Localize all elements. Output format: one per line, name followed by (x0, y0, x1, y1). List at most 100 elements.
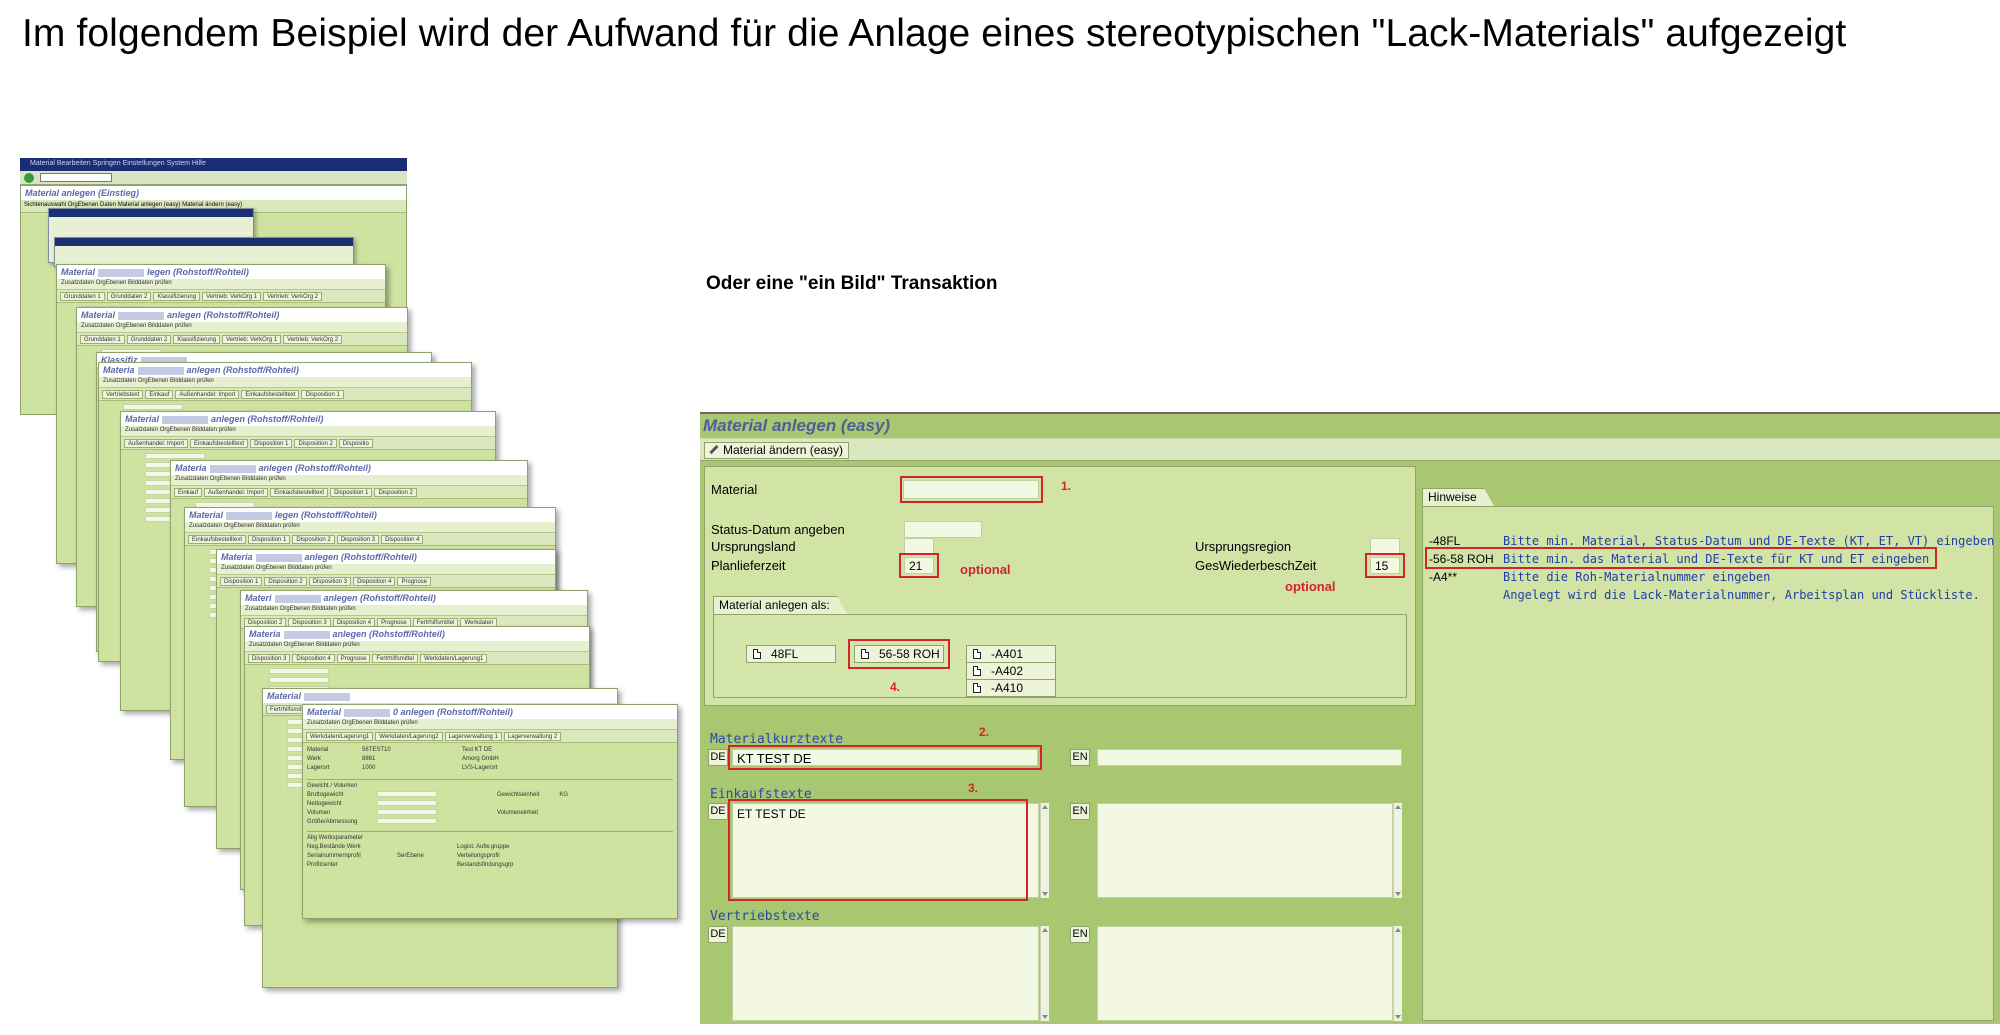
stacked-window-tab[interactable]: Disposition 3 (308, 577, 352, 586)
mini-input[interactable] (377, 800, 437, 807)
stacked-window-tab[interactable]: Grunddaten 1 (80, 335, 125, 344)
mini-field-label: Größe/Abmessung (307, 819, 358, 825)
status-date-input[interactable] (904, 521, 982, 538)
create-a410-button[interactable]: -A410 (966, 679, 1056, 697)
stacked-window-tab[interactable]: Einkaufsbestelltext (270, 488, 329, 497)
mini-input[interactable] (145, 453, 205, 460)
material-input[interactable] (903, 480, 1039, 499)
stacked-window-tab[interactable]: Vertrieb: VerkOrg 2 (283, 335, 343, 344)
stacked-window-tab[interactable]: Grunddaten 2 (106, 292, 152, 301)
stacked-window-tab[interactable]: Disposition 2 (264, 577, 307, 586)
org-dialog (54, 237, 354, 267)
stacked-window-tab[interactable]: Werkdaten/Lagerung1 (420, 654, 488, 663)
create-as-group: 48FL 56-58 ROH 4. -A401 -A402 -A410 (713, 614, 1407, 698)
stacked-window-tab[interactable]: Grunddaten 2 (126, 335, 172, 344)
stacked-window-title-prefix: Material (189, 510, 224, 520)
stacked-window-tab[interactable]: Vertrieb: VerkOrg 1 (222, 335, 282, 344)
stacked-window-tab[interactable]: Einkauf (174, 488, 203, 497)
highlight-hint-roh (1425, 547, 1937, 569)
stacked-window-tab[interactable]: Einkaufsbestelltext (241, 390, 300, 399)
short-text-de-input[interactable]: KT TEST DE (732, 749, 1038, 766)
stacked-window-tab[interactable]: Klassifizierung (153, 292, 201, 301)
sales-text-en-area[interactable] (1097, 926, 1393, 1021)
purchasing-en-scrollbar[interactable] (1393, 803, 1402, 898)
stacked-window-title-prefix: Materi (245, 593, 272, 603)
stacked-window-tab[interactable]: Disposition 4 (292, 654, 335, 663)
stacked-window-toolbar: Zusatzdaten OrgEbenen Bilddaten prüfen (57, 279, 385, 290)
stacked-window-tab[interactable]: Fertrhilfsmittel (372, 654, 419, 663)
mini-field-label: Profitcenter (307, 862, 338, 868)
stacked-window-title-suffix: anlegen (Rohstoff/Rohteil) (323, 593, 436, 603)
create-a401-button[interactable]: -A401 (966, 645, 1056, 663)
stacked-window-tab[interactable]: Disposition 1 (330, 488, 373, 497)
stacked-window-tab[interactable]: Lagerverwaltung 2 (503, 732, 562, 741)
stacked-window-tab[interactable]: Werkdaten/Lagerung2 (375, 732, 443, 741)
mini-field-value: 8861 (362, 756, 376, 762)
stacked-window-tab[interactable]: Außenhandel: Import (175, 390, 240, 399)
sales-en-scrollbar[interactable] (1393, 926, 1402, 1021)
create-a402-button[interactable]: -A402 (966, 662, 1056, 680)
stacked-window-title-prefix: Materia (221, 552, 253, 562)
document-icon (861, 648, 869, 659)
mini-field-row (249, 677, 585, 686)
stacked-window-tab[interactable]: Klassifizierung (173, 335, 221, 344)
redacted-area (283, 630, 330, 639)
stacked-window-tab[interactable]: Disposition 2 (374, 488, 417, 497)
stacked-window-tab[interactable]: Grunddaten 1 (60, 292, 105, 301)
enter-icon[interactable] (24, 173, 34, 183)
stacked-window-tab[interactable]: Einkaufsbestelltext (190, 439, 249, 448)
stacked-window-tab[interactable]: Disposition 1 (248, 535, 291, 544)
stacked-window-tab[interactable]: Vertriebstext (102, 390, 144, 399)
stacked-window-toolbar: Zusatzdaten OrgEbenen Bilddaten prüfen (121, 426, 495, 437)
mini-input[interactable] (269, 677, 329, 684)
stacked-window-tab[interactable]: Disposition 2 (294, 439, 337, 448)
stacked-window-tab[interactable]: Prognose (336, 654, 371, 663)
stacked-window-tab[interactable]: Außenhandel: Import (124, 439, 189, 448)
mini-input[interactable] (123, 404, 183, 411)
mini-input[interactable] (377, 818, 437, 825)
stacked-window-tab[interactable]: Werkdaten/Lagerung1 (306, 732, 374, 741)
stacked-window-tab[interactable]: Lagerverwaltung 1 (444, 732, 502, 741)
stacked-window-tab[interactable]: Disposition 2 (292, 535, 335, 544)
mini-field-label: Verteilungsprofil (457, 853, 500, 859)
purchasing-text-en-area[interactable] (1097, 803, 1393, 898)
stacked-window-tab[interactable]: Disposition 1 (301, 390, 344, 399)
stacked-window-tab[interactable]: Disposition 3 (248, 654, 291, 663)
command-field[interactable] (40, 173, 112, 182)
stacked-window-tab[interactable]: Vertrieb: VerkOrg 1 (202, 292, 262, 301)
purchasing-de-scrollbar[interactable] (1040, 803, 1049, 898)
stacked-window-tab[interactable]: Einkaufsbestelltext (188, 535, 247, 544)
document-icon (973, 665, 981, 676)
stacked-window-tab[interactable]: Vertrieb: VerkOrg 2 (263, 292, 323, 301)
stacked-window-tab[interactable]: Disposition 1 (250, 439, 293, 448)
planned-delivery-input[interactable]: 21 (904, 557, 934, 574)
stacked-window-title-suffix: 0 anlegen (Rohstoff/Rohteil) (393, 707, 513, 717)
stacked-window-tab[interactable]: Disposition 4 (353, 577, 396, 586)
stacked-window-tab[interactable]: Prognose (397, 577, 432, 586)
create-48fl-button[interactable]: 48FL (746, 645, 836, 663)
mini-input[interactable] (269, 668, 329, 675)
replenishment-input[interactable]: 15 (1370, 557, 1400, 574)
stacked-window-tab[interactable]: Disposition 4 (381, 535, 424, 544)
stacked-window-tab[interactable]: Außenhandel: Import (204, 488, 269, 497)
short-text-en-input[interactable] (1097, 749, 1402, 766)
stacked-window-tab[interactable]: Einkauf (145, 390, 174, 399)
mini-input[interactable] (377, 809, 437, 816)
sales-de-scrollbar[interactable] (1040, 926, 1049, 1021)
stacked-window-tab[interactable]: Dispositio (338, 439, 373, 448)
sales-text-de-area[interactable] (732, 926, 1039, 1021)
create-56-58-roh-button[interactable]: 56-58 ROH (854, 645, 944, 663)
stacked-window-tab[interactable]: Disposition 3 (336, 535, 380, 544)
purchasing-text-de-area[interactable]: ET TEST DE (732, 803, 1039, 898)
change-material-button[interactable]: Material ändern (easy) (704, 442, 850, 459)
stacked-window-tab[interactable]: Disposition 1 (220, 577, 263, 586)
hints-panel: -48FL Bitte min. Material, Status-Datum … (1422, 506, 1994, 1021)
mini-input[interactable] (377, 791, 437, 798)
redacted-area (304, 692, 351, 701)
